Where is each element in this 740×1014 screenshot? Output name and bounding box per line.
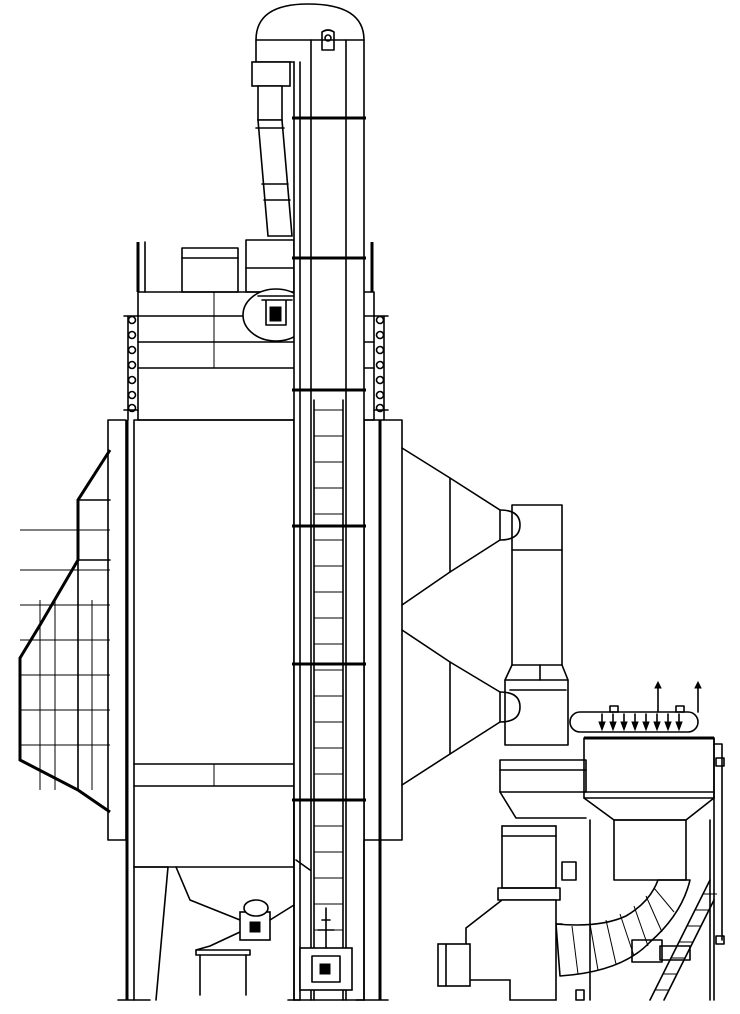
top-walkway-railing xyxy=(123,241,389,421)
collector-valve xyxy=(631,721,639,732)
rail-ring xyxy=(375,360,385,370)
stair-stringer xyxy=(649,879,711,1001)
exhaust-duct xyxy=(499,504,587,819)
top-platform xyxy=(181,239,295,293)
collector-valve xyxy=(620,721,628,732)
induced-draft-fan xyxy=(437,825,585,1001)
bucket-elevator xyxy=(255,3,366,1001)
rail-ring xyxy=(127,390,137,400)
rail-ring xyxy=(127,360,137,370)
rail-ring xyxy=(375,315,385,325)
spiral-duct-segment xyxy=(645,895,663,933)
spiral-duct xyxy=(555,879,717,1001)
collector-valve xyxy=(653,721,661,732)
collector-valve xyxy=(664,721,672,732)
discharge-hopper xyxy=(133,866,241,1001)
inclined-feed-pipe xyxy=(251,61,293,237)
collector-valve xyxy=(675,721,683,732)
rail-ring xyxy=(127,345,137,355)
stair-stringer xyxy=(663,899,715,1001)
collector-valve xyxy=(598,721,606,732)
dust-collector xyxy=(569,680,725,1001)
rail-ring xyxy=(127,315,137,325)
spiral-duct-segment xyxy=(589,923,599,971)
top-distributor xyxy=(242,288,310,342)
rail-ring xyxy=(375,375,385,385)
rail-ring xyxy=(375,390,385,400)
rail-ring xyxy=(127,375,137,385)
spiral-duct-segment xyxy=(605,919,617,965)
rail-ring xyxy=(375,345,385,355)
collector-valve xyxy=(642,721,650,732)
collector-valve xyxy=(609,721,617,732)
rail-ring xyxy=(127,330,137,340)
right-exhaust-hoods xyxy=(401,447,521,786)
spiral-duct-segment xyxy=(571,925,579,975)
left-hot-air-plenum xyxy=(18,419,129,1000)
discharge-gear-motor xyxy=(195,899,295,996)
rail-ring xyxy=(375,330,385,340)
support-legs xyxy=(117,799,389,1001)
spiral-duct-segment xyxy=(653,887,675,913)
service-ladder xyxy=(313,399,344,1001)
elevator-boot-motor xyxy=(295,859,353,991)
